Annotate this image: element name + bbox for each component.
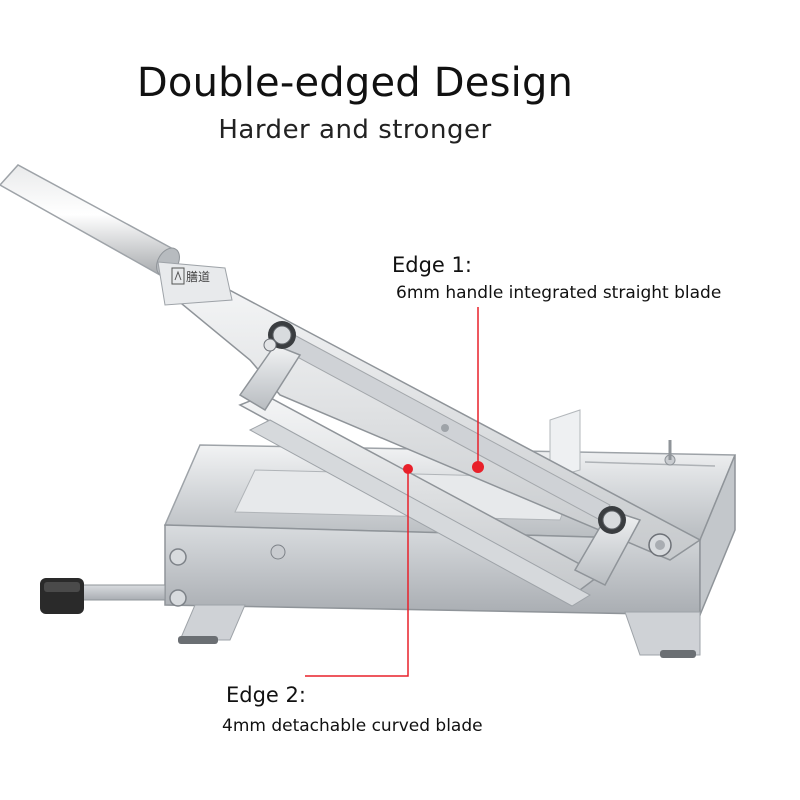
edge-1-marker: [472, 461, 484, 473]
handle: [0, 164, 233, 306]
edge-1-description: 6mm handle integrated straight blade: [396, 283, 722, 303]
base-legs: [178, 604, 701, 658]
fence-plate: [549, 409, 676, 479]
edge-2-title: Edge 2:: [226, 683, 306, 707]
curved-blade: [238, 394, 602, 607]
edge-1-title: Edge 1:: [392, 253, 472, 277]
pivot-brackets: [238, 321, 672, 586]
page-title: Double-edged Design: [136, 60, 574, 106]
edge-2-description: 4mm detachable curved blade: [222, 716, 483, 736]
brand-logo: 膳道: [186, 270, 211, 284]
pusher-arm: [40, 544, 286, 614]
page-subtitle: Harder and stronger: [218, 115, 492, 145]
edge-2-marker: [403, 464, 413, 474]
